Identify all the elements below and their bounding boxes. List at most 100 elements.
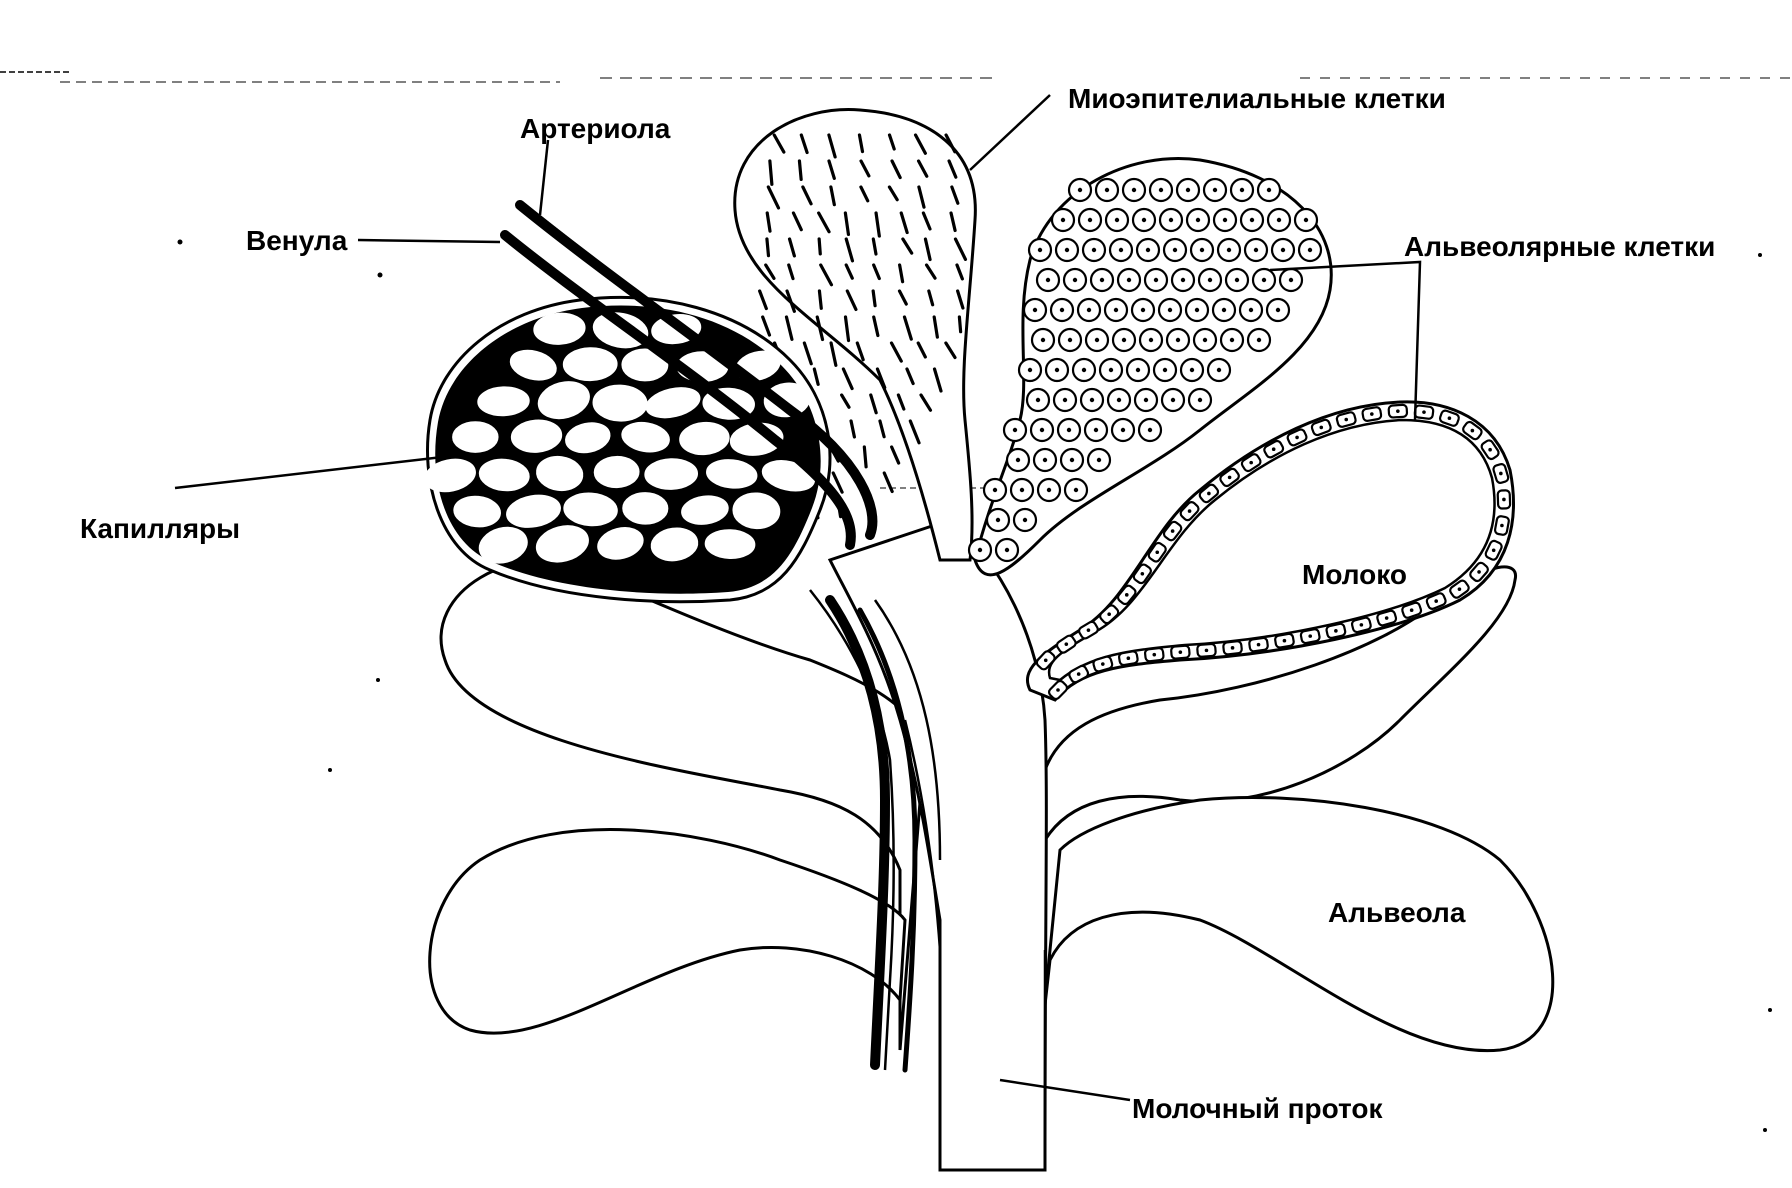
myoepithelial-stroke [764, 263, 776, 280]
capillary-cell [732, 492, 781, 530]
label-arteriole: Артериола [520, 113, 671, 144]
myoepithelial-stroke [956, 289, 965, 310]
myoepithelial-stroke [859, 185, 870, 203]
myoepithelial-stroke [766, 185, 781, 210]
leader-arteriole [538, 139, 550, 216]
myoepithelial-stroke [797, 159, 803, 181]
alveolar-cells-pattern [967, 177, 1323, 563]
myoepithelial-stroke [871, 237, 878, 256]
myoepithelial-stroke [829, 185, 836, 207]
myoepithelial-stroke [872, 263, 881, 281]
capillary-cell [536, 455, 584, 492]
scan-specks [177, 239, 1772, 1132]
myoepithelial-stroke [831, 471, 844, 494]
leader-venule [357, 238, 501, 244]
leader-lines [174, 94, 1422, 1102]
label-alveolar-cells: Альвеолярные клетки [1404, 231, 1715, 262]
capillary-cell [621, 348, 669, 382]
myoepithelial-stroke [799, 133, 809, 155]
myoepithelial-stroke [787, 237, 796, 258]
myoepithelial-stroke [953, 237, 968, 261]
myoepithelial-stroke [871, 289, 877, 308]
alveolar-cells-alveolus [967, 157, 1333, 577]
lower-right-alveolus-upper [1038, 565, 1517, 1051]
capillary-cell [453, 495, 501, 528]
myoepithelial-stroke [869, 393, 878, 415]
myoepithelial-stroke [932, 315, 939, 339]
venule-vessel [500, 230, 856, 550]
capillary-cell [478, 458, 530, 492]
myoepithelial-stroke [955, 263, 964, 281]
myoepithelial-stroke [874, 211, 881, 238]
myoepithelial-stroke [919, 393, 933, 412]
capillary-cell [565, 422, 611, 454]
leader-milk-duct [999, 1078, 1131, 1102]
myoepithelial-stroke [890, 159, 902, 180]
myoepithelial-stroke [817, 211, 831, 234]
capillary-cell [563, 492, 618, 527]
capillary-cell [706, 459, 758, 489]
capillary-cell [644, 458, 699, 490]
myoepithelial-stroke [944, 341, 957, 360]
myoepithelial-stroke [916, 341, 927, 359]
myoepithelial-stroke [878, 419, 886, 439]
capillary-cell [763, 382, 811, 418]
capillary-cell [478, 526, 528, 564]
myoepithelial-stroke [819, 263, 834, 287]
myoepithelial-stroke [785, 289, 796, 313]
myoepithelial-stroke [875, 367, 887, 390]
capillary-cell [535, 525, 589, 563]
capillary-cell [645, 387, 701, 419]
capillary-cell [650, 527, 699, 562]
myoepithelial-stroke [947, 159, 958, 179]
myoepithelial-stroke [849, 419, 856, 439]
myoepithelial-stroke [859, 159, 871, 178]
label-alveola: Альвеола [1328, 897, 1466, 928]
myoepithelial-stroke [898, 263, 905, 284]
myoepithelial-stroke [840, 393, 851, 409]
myoepithelial-stroke [765, 211, 772, 233]
myoepithelial-stroke [950, 185, 960, 205]
capillary-cell [562, 347, 618, 382]
myoepithelial-stroke [944, 133, 957, 154]
myoepithelial-stroke [787, 263, 795, 281]
myoepithelial-stroke [957, 315, 963, 334]
myoepithelial-stroke [817, 237, 822, 256]
myoepithelial-stroke [765, 237, 771, 258]
myoepithelial-stroke [887, 185, 899, 202]
myoepithelial-stroke [901, 237, 914, 255]
myoepithelial-stroke [902, 315, 913, 341]
capillary-cell [509, 349, 557, 381]
blood-vessels [500, 200, 942, 1073]
capillary-cell [424, 458, 476, 493]
myoepithelial-stroke [924, 263, 937, 280]
myoepithelial-stroke [761, 315, 772, 337]
myoepithelial-stroke [917, 185, 926, 209]
capillary-cell [597, 527, 644, 560]
myoepithelial-stroke [862, 445, 868, 469]
capillary-cell [592, 312, 649, 349]
myoepithelial-stroke [908, 419, 921, 445]
leader-myoepithelial [969, 94, 1051, 171]
myoepithelial-stroke [887, 133, 896, 151]
leader-capillaries [174, 453, 461, 490]
myoepithelial-stroke [812, 367, 820, 386]
myoepithelial-stroke [843, 211, 851, 237]
myoepithelial-stroke [921, 211, 932, 231]
myoepithelial-stroke [916, 159, 929, 178]
myoepithelial-stroke [905, 367, 915, 386]
capillary-cell [681, 495, 729, 525]
capillary-cell [477, 386, 530, 417]
myoepithelial-stroke [845, 289, 858, 312]
capillary-cell [533, 312, 586, 345]
myoepithelial-stroke [872, 315, 880, 338]
myoepithelial-stroke [889, 341, 903, 363]
label-milk: Молоко [1302, 559, 1407, 590]
capillary-network [424, 305, 821, 594]
myoepithelial-stroke [843, 315, 851, 343]
myoepithelial-stroke [802, 341, 813, 366]
myoepithelial-stroke [890, 445, 901, 465]
lower-left-alveolus-upper [439, 559, 927, 1051]
